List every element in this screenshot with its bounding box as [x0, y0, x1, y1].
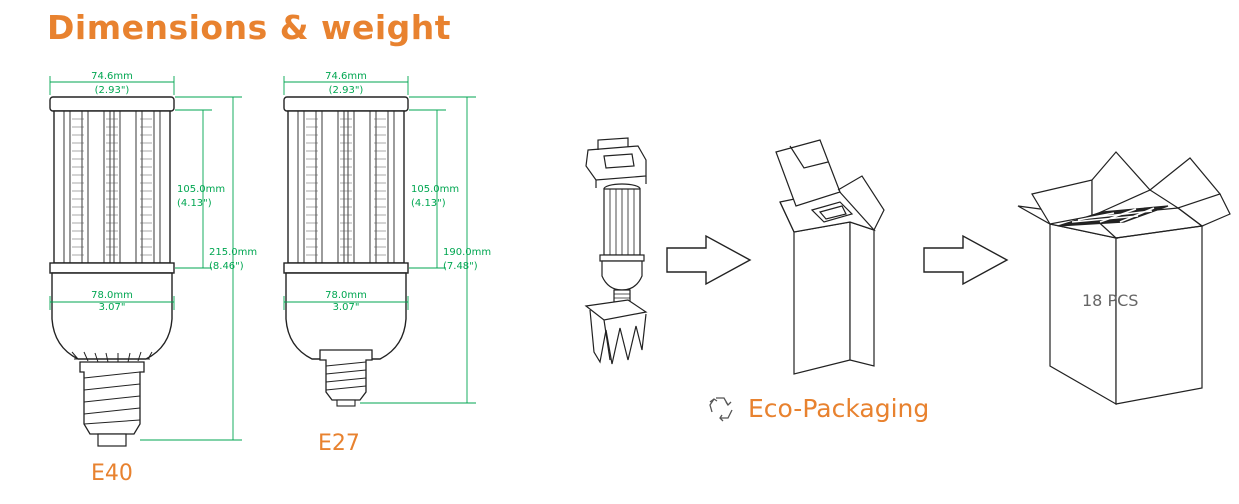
e40-led-height-mm: 105.0mm [177, 184, 225, 195]
e40-body-width-mm: 78.0mm [91, 290, 133, 301]
e27-total-height-in: (7.48") [443, 261, 478, 272]
e27-total-height-mm: 190.0mm [443, 247, 491, 258]
master-carton-drawing [1017, 151, 1231, 406]
e40-led-height-in: (4.13") [177, 198, 212, 209]
e27-body-width-mm: 78.0mm [325, 290, 367, 301]
page-title: Dimensions & weight [47, 8, 452, 47]
e27-led-height-mm: 105.0mm [411, 184, 459, 195]
e40-body-width-in: 3.07" [99, 302, 126, 313]
e27-top-width-in: (2.93") [329, 85, 364, 96]
e27-led-height-in: (4.13") [411, 198, 446, 209]
exploded-bulb-drawing [584, 137, 648, 365]
arrow-right-icon [666, 234, 752, 286]
e40-top-width-in: (2.93") [95, 85, 130, 96]
e40-top-width-mm: 74.6mm [91, 71, 133, 82]
e27-top-width-mm: 74.6mm [325, 71, 367, 82]
single-box-drawing [775, 139, 885, 375]
bulb-e27-drawing: 74.6mm (2.93") 78.0mm 3.07" 105.0mm (4.1… [283, 71, 491, 456]
e40-total-height-in: (8.46") [209, 261, 244, 272]
recycle-icon [709, 397, 733, 422]
bulb-e27-label: E27 [318, 431, 360, 456]
carton-count-label: 18 PCS [1082, 291, 1138, 310]
bulb-e40-drawing: 74.6mm (2.93") 78.0mm 3.07" 105.0mm (4.1… [49, 71, 257, 486]
arrow-right-icon [923, 234, 1009, 286]
e27-body-width-in: 3.07" [333, 302, 360, 313]
e40-total-height-mm: 215.0mm [209, 247, 257, 258]
eco-packaging-label: Eco-Packaging [748, 394, 929, 423]
bulb-e40-label: E40 [91, 461, 133, 486]
